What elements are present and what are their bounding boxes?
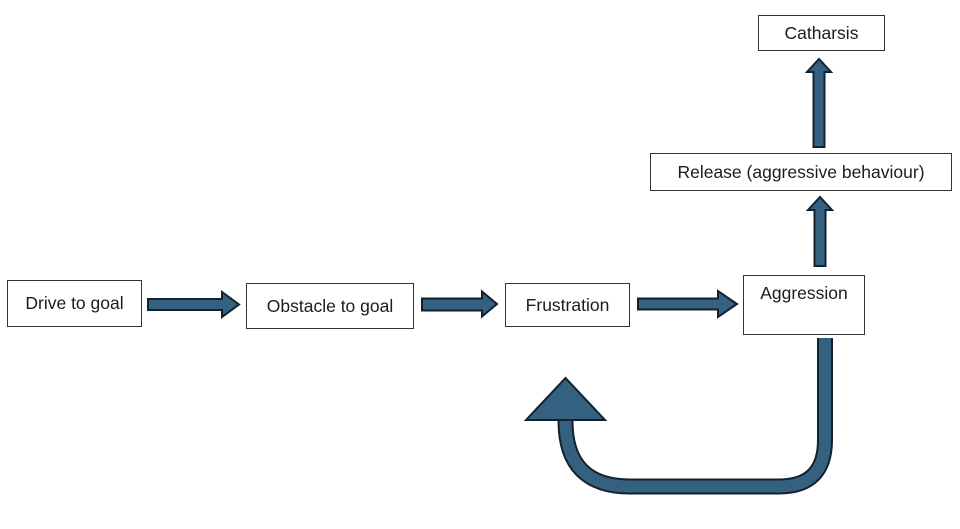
arrow-frustration-to-aggression: [637, 289, 739, 319]
node-release-label: Release (aggressive behaviour): [677, 161, 925, 182]
node-frustration-label: Frustration: [525, 294, 610, 315]
node-drive-to-goal-label: Drive to goal: [25, 293, 124, 313]
arrow-obstacle-to-frustration: [421, 289, 499, 319]
node-release: Release (aggressive behaviour): [650, 153, 952, 191]
node-obstacle-to-goal: Obstacle to goal: [246, 283, 414, 329]
arrow-release-to-catharsis: [804, 57, 834, 148]
node-frustration: Frustration: [505, 283, 630, 327]
feedback-arrow-outline: [557, 338, 833, 495]
node-drive-to-goal: Drive to goal: [7, 280, 142, 327]
arrow-feedback-aggression-to-frustration: [523, 338, 833, 495]
arrow-aggression-to-release: [805, 195, 835, 267]
feedback-arrowhead: [523, 376, 608, 421]
feedback-arrow-body: [559, 338, 831, 493]
node-aggression: Aggression: [743, 275, 865, 335]
node-catharsis: Catharsis: [758, 15, 885, 51]
node-aggression-label: Aggression: [760, 283, 848, 303]
node-catharsis-label: Catharsis: [784, 22, 859, 43]
node-obstacle-to-goal-label: Obstacle to goal: [266, 295, 394, 316]
arrow-drive-to-obstacle: [147, 290, 241, 319]
